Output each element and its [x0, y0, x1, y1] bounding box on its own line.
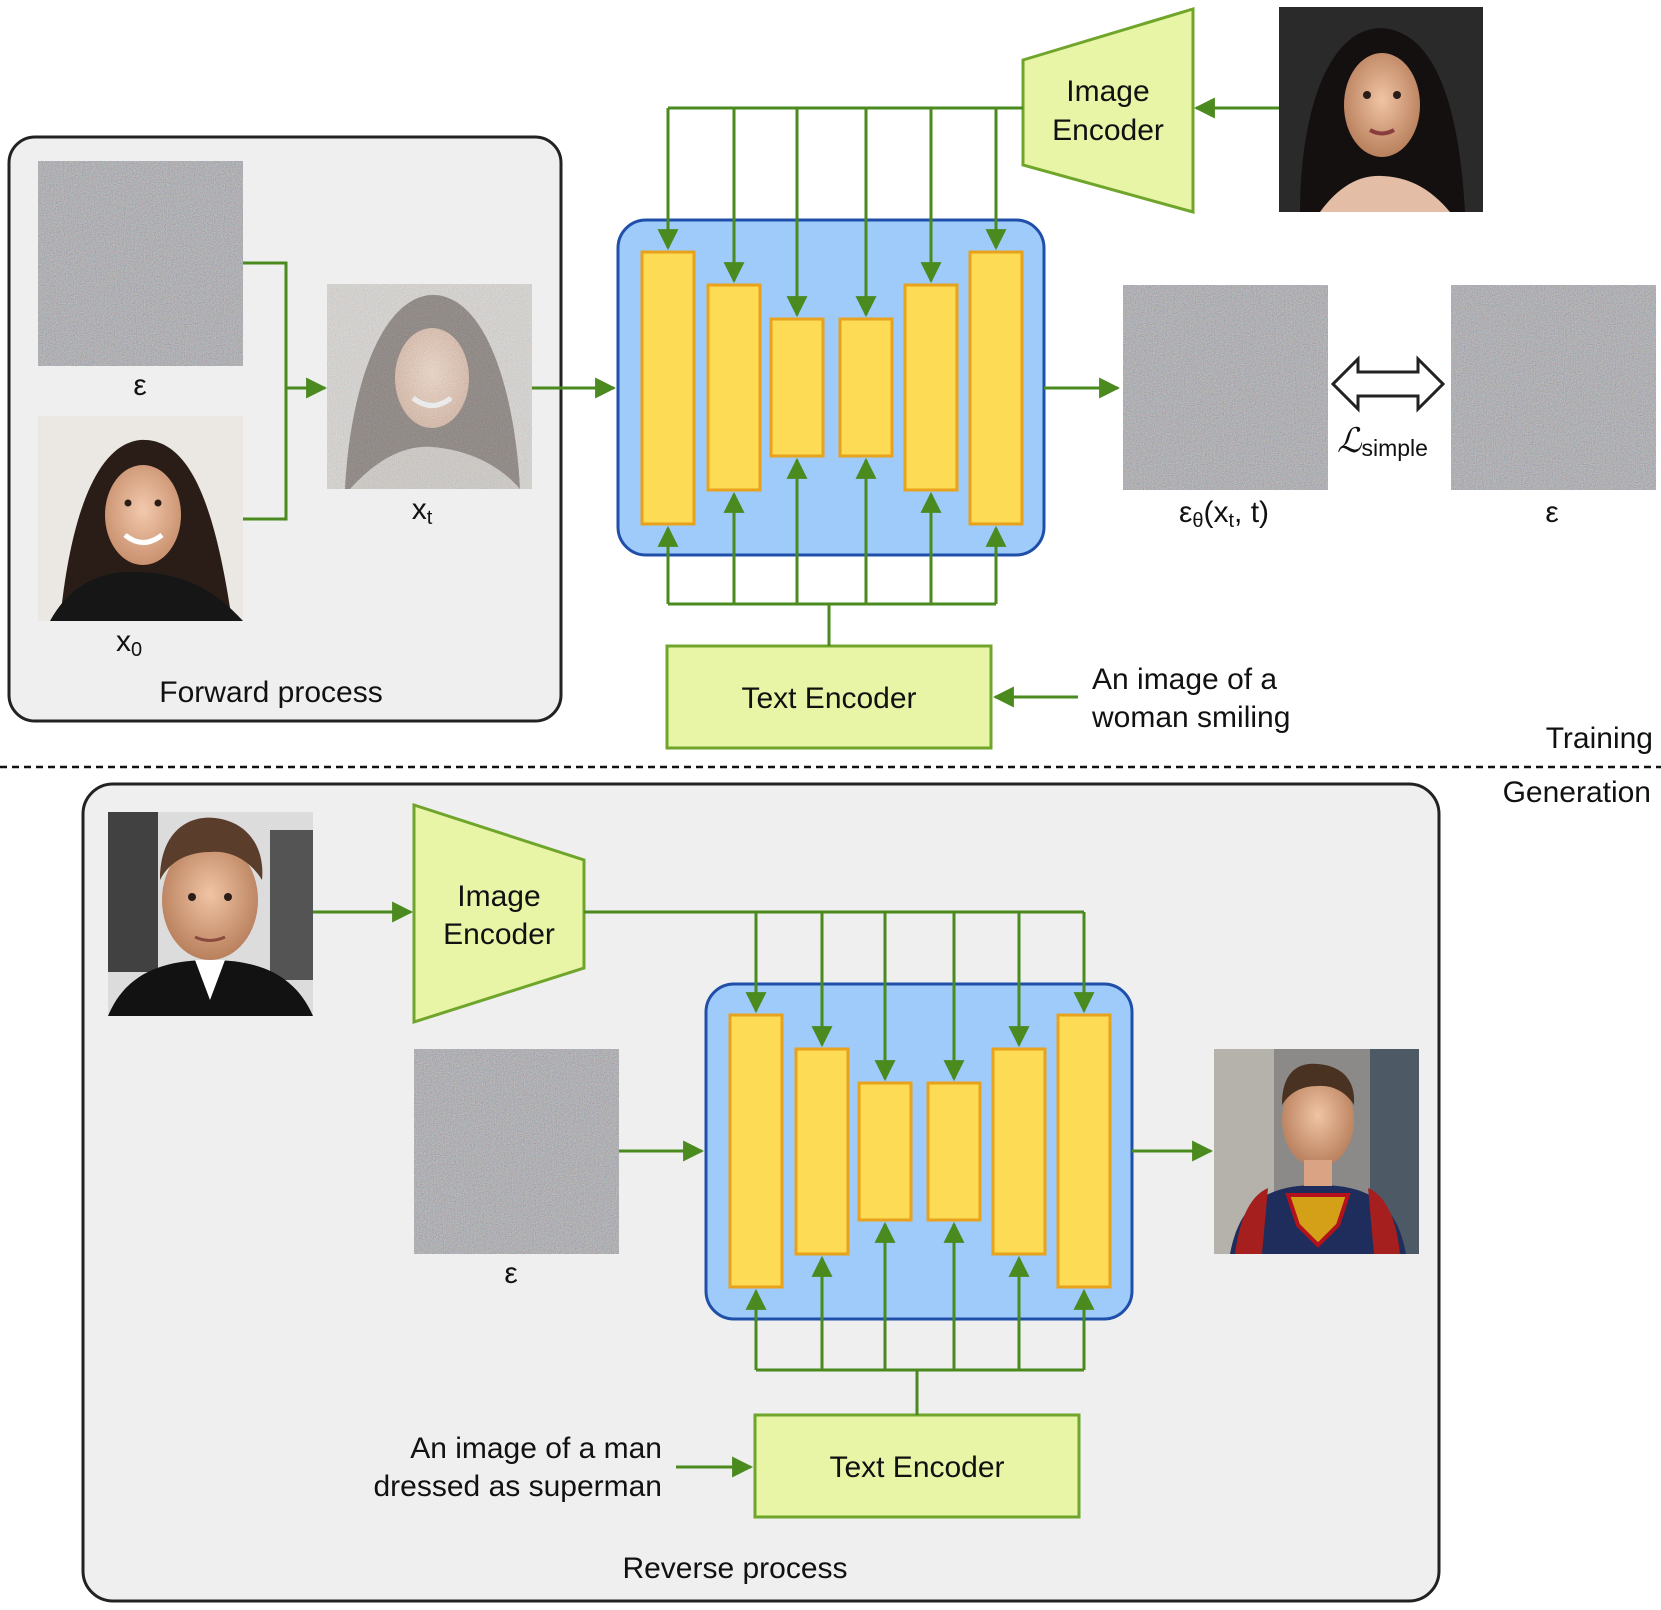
training-section-label: Training	[1546, 722, 1653, 755]
loss-label: ℒsimple	[1337, 422, 1428, 461]
photo-woman-reference-icon	[1279, 7, 1483, 212]
training-prompt-line1: An image of a	[1092, 663, 1277, 696]
generation-unet	[704, 982, 1134, 1321]
generation-text-encoder: Text Encoder	[753, 1413, 1081, 1519]
generation-prompt-line2: dressed as superman	[374, 1470, 663, 1503]
training-image-conditioning-arrows	[657, 106, 1023, 318]
unet-block	[728, 1013, 784, 1289]
unet-block	[968, 250, 1024, 526]
forward-noise-label: ε	[133, 369, 146, 402]
double-arrow-icon	[1330, 355, 1446, 413]
training-image-encoder-line1: Image	[1066, 75, 1149, 108]
unet-block	[838, 317, 894, 458]
noise-image-icon	[1451, 285, 1656, 490]
photo-superman-icon	[1214, 1049, 1419, 1254]
generation-text-conditioning-arrows	[745, 1221, 1095, 1415]
forward-noise-image: ε	[38, 161, 243, 402]
generation-image-encoder-line1: Image	[457, 880, 540, 913]
photo-woman-noisy-icon	[327, 284, 532, 489]
forward-combine-connector	[243, 261, 328, 521]
unet-block	[769, 317, 825, 458]
xt-photo: xt	[327, 284, 532, 529]
generation-image-encoder: Image Encoder	[412, 802, 586, 1025]
generation-image-conditioning-arrows	[584, 910, 1095, 1082]
unet-block	[706, 283, 762, 492]
generation-reference-photo	[108, 812, 313, 1016]
training-text-conditioning-arrows	[657, 457, 1007, 646]
training-text-encoder-label: Text Encoder	[741, 682, 916, 715]
unet-block	[857, 1081, 913, 1222]
forward-process-title: Forward process	[159, 676, 382, 709]
xt-label: xt	[412, 493, 433, 529]
generation-output-photo	[1214, 1049, 1419, 1254]
generation-image-encoder-line2: Encoder	[443, 918, 555, 951]
training-image-encoder-line2: Encoder	[1052, 114, 1164, 147]
unet-block	[991, 1047, 1047, 1256]
generation-prompt-line1: An image of a man	[410, 1432, 662, 1465]
photo-woman-icon	[38, 416, 243, 621]
x0-label: x0	[116, 625, 142, 661]
generation-unet-blocks	[728, 1013, 1112, 1289]
training-image-encoder: Image Encoder	[1021, 6, 1195, 214]
noise-image-icon	[1123, 285, 1328, 490]
training-unet	[616, 218, 1046, 557]
unet-block	[926, 1081, 982, 1222]
photo-man-icon	[108, 812, 313, 1016]
unet-block	[1056, 1013, 1112, 1289]
unet-block	[794, 1047, 850, 1256]
x0-photo: x0	[38, 416, 243, 661]
training-unet-blocks	[640, 250, 1024, 526]
noise-image-icon	[38, 161, 243, 366]
generation-section-label: Generation	[1503, 776, 1651, 809]
unet-block	[640, 250, 696, 526]
target-noise-label: ε	[1545, 496, 1558, 529]
generation-noise-image: ε	[414, 1049, 619, 1290]
training-text-encoder: Text Encoder	[665, 644, 993, 750]
unet-block	[903, 283, 959, 492]
generation-noise-label: ε	[504, 1257, 517, 1290]
target-noise-image: ε	[1451, 285, 1656, 529]
noise-image-icon	[414, 1049, 619, 1254]
reverse-process-title: Reverse process	[622, 1552, 847, 1585]
generation-text-encoder-label: Text Encoder	[829, 1451, 1004, 1484]
prediction-label: εθ(xt, t)	[1179, 496, 1269, 532]
prediction-noise-image: εθ(xt, t)	[1123, 285, 1328, 532]
training-prompt-line2: woman smiling	[1091, 701, 1290, 734]
training-reference-photo	[1279, 7, 1483, 212]
